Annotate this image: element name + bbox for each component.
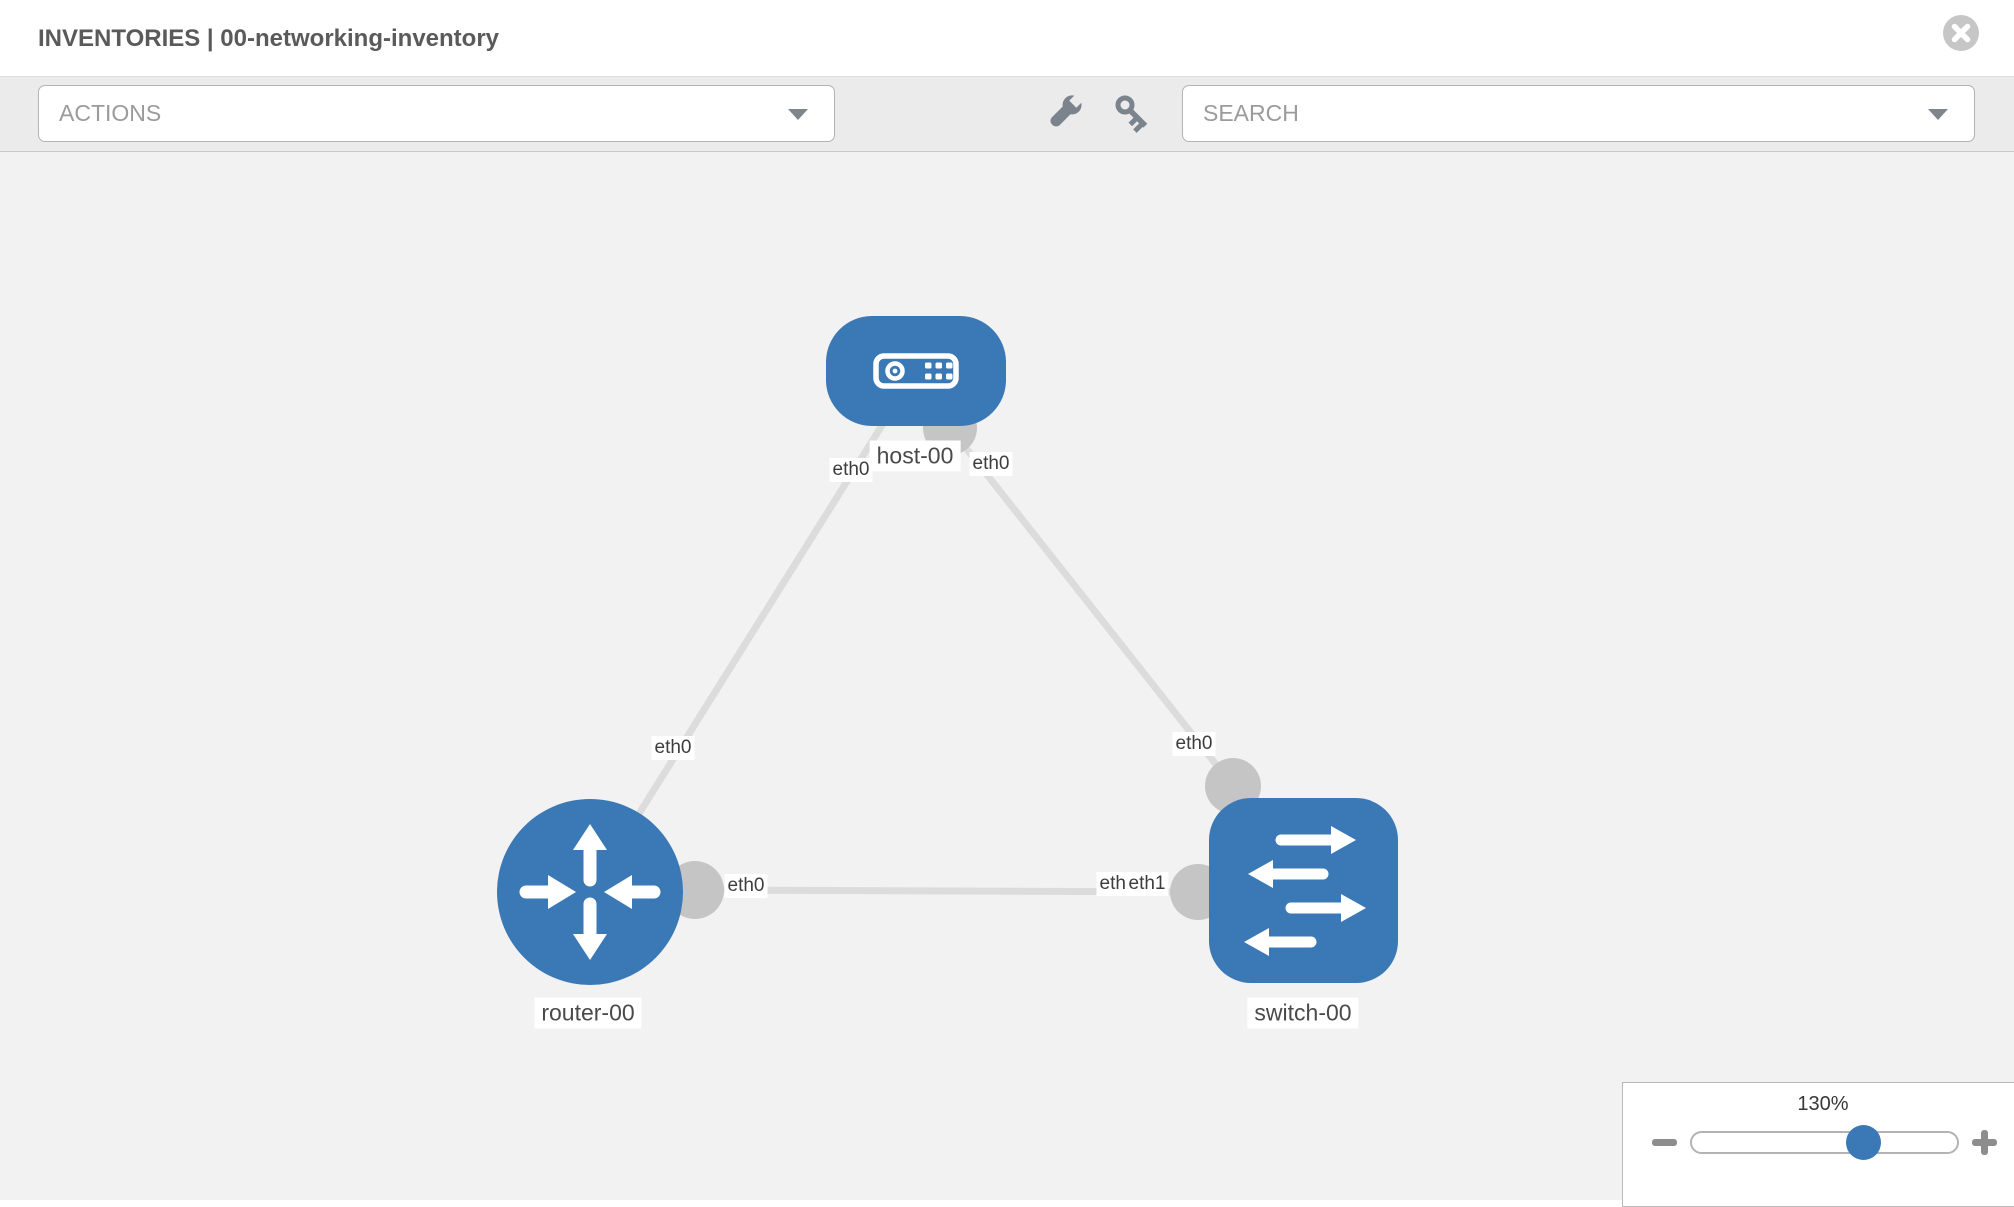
- zoom-slider-track[interactable]: [1690, 1131, 1959, 1154]
- link-host-switch[interactable]: [947, 425, 1236, 789]
- minus-icon[interactable]: [1652, 1139, 1677, 1146]
- chevron-down-icon: [1928, 108, 1948, 120]
- node-label-host: host-00: [869, 440, 961, 472]
- actions-dropdown[interactable]: ACTIONS: [38, 85, 835, 142]
- page-title: INVENTORIES | 00-networking-inventory: [38, 25, 500, 52]
- tools-button[interactable]: [1042, 90, 1088, 136]
- credentials-button[interactable]: [1110, 90, 1156, 136]
- zoom-panel: 130%: [1622, 1082, 2014, 1207]
- close-button[interactable]: [1942, 14, 1980, 52]
- interface-label: eth0: [651, 736, 695, 760]
- host-icon: [873, 353, 959, 389]
- router-icon: [519, 824, 661, 960]
- interface-label: eth0: [829, 458, 873, 482]
- interface-label: eth0: [724, 874, 768, 898]
- node-switch[interactable]: [1209, 798, 1398, 983]
- key-icon: [1115, 95, 1148, 133]
- interface-label: eth0: [1172, 732, 1216, 756]
- node-label-switch: switch-00: [1247, 997, 1359, 1029]
- search-dropdown-label: SEARCH: [1203, 100, 1299, 126]
- node-router[interactable]: [497, 799, 683, 985]
- topology-canvas[interactable]: eth0 eth0 eth0 eth0 eth0 eth0 eth1 host-…: [0, 152, 2014, 1200]
- wrench-icon: [1050, 91, 1086, 127]
- node-host[interactable]: [826, 316, 1006, 426]
- chevron-down-icon: [788, 108, 808, 120]
- search-dropdown[interactable]: SEARCH: [1182, 85, 1975, 142]
- interface-label: eth0: [969, 452, 1013, 476]
- zoom-slider-handle[interactable]: [1846, 1125, 1881, 1160]
- switch-icon: [1244, 826, 1366, 956]
- node-label-router: router-00: [534, 997, 642, 1029]
- x-circle-icon: [1943, 15, 1979, 51]
- actions-dropdown-label: ACTIONS: [59, 100, 162, 126]
- zoom-level-value: 130%: [1797, 1093, 1849, 1115]
- header-bar: INVENTORIES | 00-networking-inventory: [0, 0, 2014, 77]
- link-host-router[interactable]: [587, 369, 919, 894]
- interface-label: eth1: [1125, 872, 1169, 896]
- toolbar: ACTIONS SEARCH: [0, 77, 2014, 152]
- plus-icon[interactable]: [1972, 1130, 1997, 1155]
